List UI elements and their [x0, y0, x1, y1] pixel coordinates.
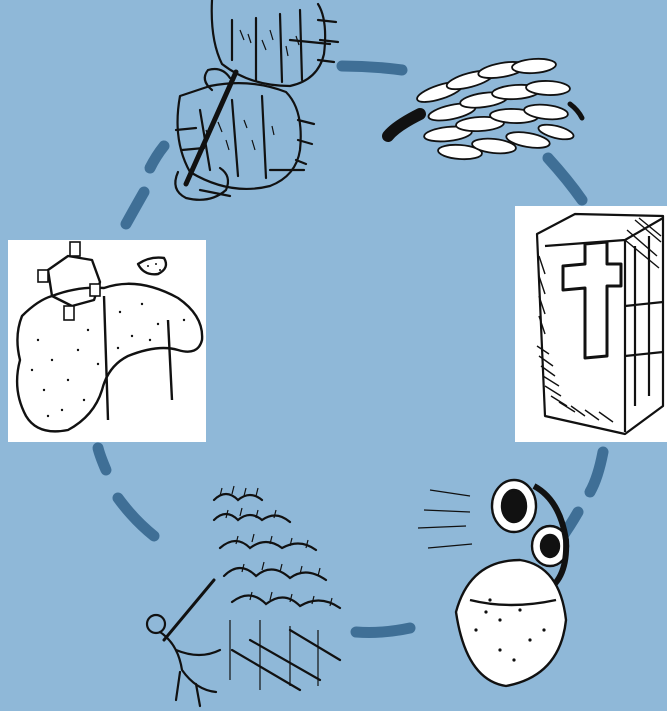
clinic-panel: [515, 206, 667, 442]
ring-segment-6: [112, 492, 160, 542]
health-cross-icon: [535, 212, 665, 436]
ring-segment-1: [336, 60, 408, 76]
ring-segment-7: [92, 442, 112, 476]
ring-segment-5: [350, 622, 416, 638]
ring-segment-2: [542, 152, 588, 206]
map-panel: [8, 240, 206, 442]
region-map-icon: [15, 241, 204, 433]
ring-segment-8: [120, 186, 150, 230]
ring-segment-3: [584, 446, 609, 498]
ring-segment-9: [144, 140, 170, 174]
